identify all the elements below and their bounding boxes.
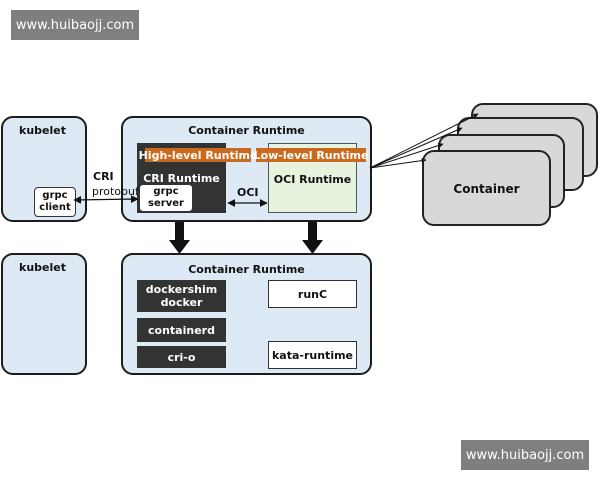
container-label: Container [453,182,520,196]
kubelet-panel-bottom: kubelet [1,253,87,375]
containerd-box: containerd [137,318,226,342]
panel-title: Container Runtime [188,124,305,137]
oci-runtime-label: OCI Runtime [273,173,352,186]
watermark-bottom: www.huibaojj.com [461,440,589,470]
low-level-runtime-bar: Low-level Runtime [253,148,369,162]
down-arrow-right [302,222,323,254]
grpc-server-box: grpc server [139,184,193,212]
fan-line [369,113,479,169]
kubelet-panel-top: kubelet grpc client [1,116,87,222]
cri-runtime-label: CRI Runtime [143,172,220,185]
dockershim-docker-box: dockershim docker [137,280,226,312]
watermark-top: www.huibaojj.com [11,10,139,40]
high-level-runtime-bar: High-level Runtime [138,148,258,162]
runc-box: runC [268,280,357,308]
oci-label: OCI [237,186,259,199]
cri-arrow [73,195,139,204]
protobuf-label: protobuf [92,185,139,198]
panel-title: Container Runtime [188,263,305,276]
cri-label: CRI [93,170,114,183]
kubelet-title: kubelet [19,261,66,274]
container-card-front: Container [422,150,551,226]
fan-line [369,143,444,169]
kubelet-title: kubelet [19,124,66,137]
grpc-client-box: grpc client [34,187,76,217]
cri-o-box: cri-o [137,346,226,368]
fan-line [369,158,427,169]
kata-runtime-box: kata-runtime [268,341,357,369]
down-arrow-left [169,222,190,254]
fan-line [369,127,463,169]
